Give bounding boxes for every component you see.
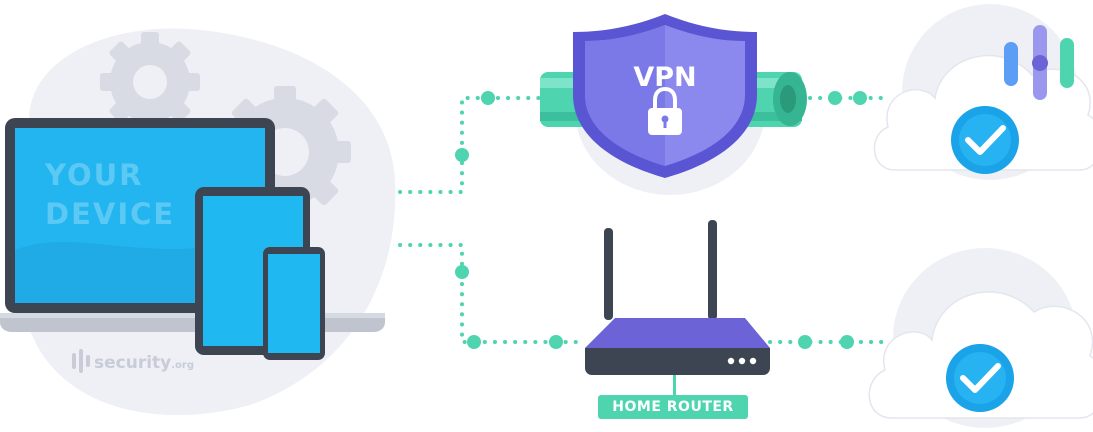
watermark-suffix: .org	[171, 360, 194, 371]
router-label-text: HOME ROUTER	[612, 399, 734, 415]
vpn-path-line	[398, 96, 542, 194]
router-label: HOME ROUTER	[598, 395, 748, 419]
check-icon	[946, 344, 1014, 412]
watermark: security.org	[72, 349, 194, 373]
connection-lines	[398, 96, 892, 344]
router-path-line	[398, 243, 587, 344]
watermark-brand: security	[94, 353, 171, 373]
connection-nodes	[455, 91, 867, 349]
phone	[263, 247, 325, 360]
vpn-shield	[573, 14, 757, 178]
logo-icon	[72, 349, 90, 373]
logo-icon	[1004, 25, 1074, 100]
home-router	[585, 220, 770, 395]
svg-text:security.org: security.org	[94, 353, 194, 373]
lock-icon	[648, 86, 682, 135]
device-label-line2: DEVICE	[45, 197, 175, 231]
device-label-line1: YOUR	[44, 158, 144, 192]
antenna-icon	[604, 220, 717, 320]
check-icon	[951, 106, 1019, 174]
